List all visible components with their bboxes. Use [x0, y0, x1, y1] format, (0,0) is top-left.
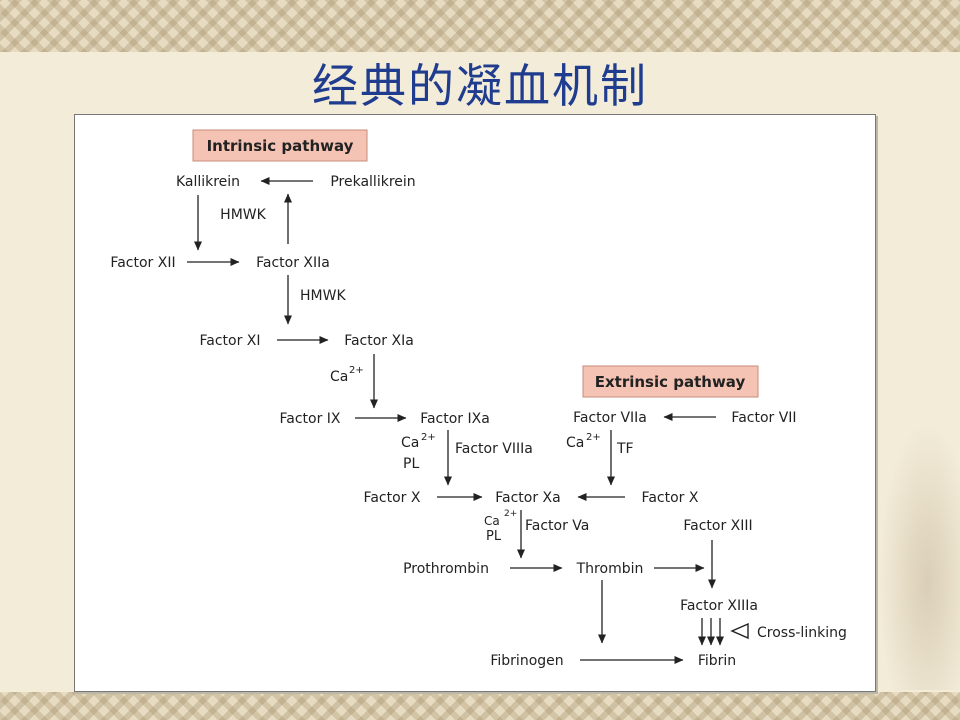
label-pl-2: PL — [486, 529, 502, 544]
decorative-border-bottom — [0, 692, 960, 720]
extrinsic-pathway-header: Extrinsic pathway — [595, 373, 746, 391]
label-fibrin: Fibrin — [698, 653, 736, 669]
label-hmwk-bottom: HMWK — [300, 288, 346, 304]
label-ca-4: Ca — [484, 514, 500, 528]
intrinsic-header-box — [192, 129, 368, 162]
extrinsic-header-box — [582, 365, 759, 398]
label-prekallikrein: Prekallikrein — [330, 174, 415, 190]
label-factor-va: Factor Va — [525, 518, 589, 534]
label-factor-viia: Factor VIIa — [573, 410, 647, 426]
label-factor-xiiia: Factor XIIIa — [680, 598, 758, 614]
coagulation-diagram-frame — [74, 114, 876, 692]
label-ca-2-superscript: 2+ — [421, 432, 436, 443]
label-ca-1: Ca — [330, 369, 348, 385]
label-factor-ixa: Factor IXa — [420, 411, 490, 427]
label-factor-viiia: Factor VIIIa — [455, 441, 533, 457]
label-thrombin: Thrombin — [576, 561, 644, 577]
label-ca-3-superscript: 2+ — [586, 432, 601, 443]
label-prothrombin: Prothrombin — [403, 561, 489, 577]
decorative-border-top — [0, 0, 960, 52]
label-cross-linking: Cross-linking — [757, 625, 847, 641]
label-factor-xiia: Factor XIIa — [256, 255, 330, 271]
label-ca-1-superscript: 2+ — [349, 365, 364, 376]
intrinsic-pathway-header: Intrinsic pathway — [207, 137, 354, 155]
label-ca-4-superscript: 2+ — [504, 509, 517, 519]
label-factor-x-left: Factor X — [364, 490, 421, 506]
label-tf: TF — [616, 441, 634, 457]
label-kallikrein: Kallikrein — [176, 174, 240, 190]
label-factor-xiii: Factor XIII — [683, 518, 752, 534]
label-pl-1: PL — [403, 456, 419, 472]
label-ca-3: Ca — [566, 435, 584, 451]
cross-linking-open-arrowhead — [730, 622, 749, 640]
label-factor-xii: Factor XII — [110, 255, 175, 271]
slide-title: 经典的凝血机制 — [312, 59, 648, 113]
label-factor-xa: Factor Xa — [495, 490, 560, 506]
decorative-tree-art — [878, 420, 960, 690]
label-factor-vii: Factor VII — [731, 410, 796, 426]
label-factor-ix: Factor IX — [279, 411, 340, 427]
label-ca-2: Ca — [401, 435, 419, 451]
label-factor-xi: Factor XI — [199, 333, 260, 349]
label-factor-x-right: Factor X — [642, 490, 699, 506]
label-hmwk-top: HMWK — [220, 207, 266, 223]
label-fibrinogen: Fibrinogen — [490, 653, 563, 669]
label-factor-xia: Factor XIa — [344, 333, 414, 349]
